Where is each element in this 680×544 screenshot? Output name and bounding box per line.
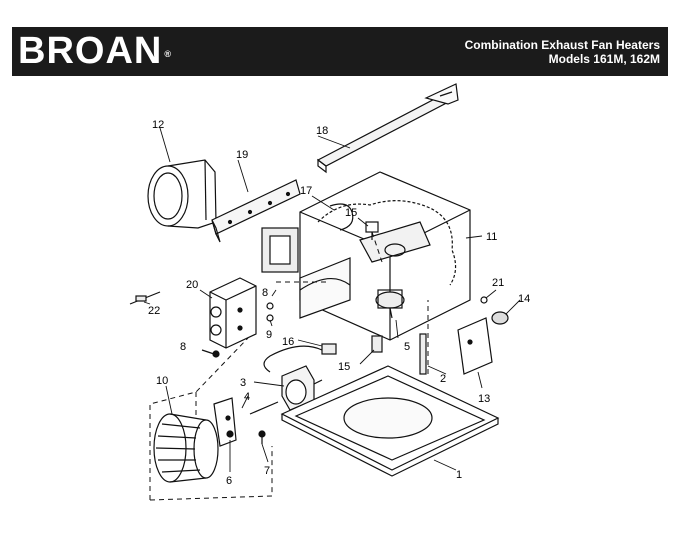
callout-10: 10 <box>156 375 168 387</box>
part-21-screw <box>480 296 488 304</box>
part-9-screws <box>266 302 274 322</box>
document-title: Combination Exhaust Fan Heaters Models 1… <box>465 38 660 66</box>
callout-15-lower: 15 <box>338 361 350 373</box>
callout-12: 12 <box>152 119 164 131</box>
callout-11: 11 <box>486 231 497 243</box>
callout-15-upper: 15 <box>345 207 357 219</box>
part-3-motor <box>281 365 323 411</box>
part-8-screw <box>201 349 220 358</box>
callout-leader-lines <box>143 127 521 472</box>
callout-2: 2 <box>440 373 446 385</box>
part-10-blower-wheel <box>153 413 219 483</box>
callout-18: 18 <box>316 125 328 137</box>
callout-17: 17 <box>300 185 312 197</box>
brand-name: BROAN <box>18 30 163 72</box>
part-22-terminal-lead <box>129 291 161 305</box>
callout-22: 22 <box>148 305 160 317</box>
part-7-screw <box>258 430 266 444</box>
part-18-hanger-bar <box>316 83 459 174</box>
part-11-housing <box>261 171 471 341</box>
part-20-junction-box <box>209 277 257 349</box>
callout-14: 14 <box>518 293 530 305</box>
part-16-power-plug <box>263 343 337 373</box>
title-line-2: Models 161M, 162M <box>548 52 660 66</box>
callout-13: 13 <box>478 393 490 405</box>
part-2-mounting-rod <box>419 333 427 375</box>
part-6-motor-bracket <box>213 397 237 447</box>
part-17-wire-harness <box>329 203 354 231</box>
callout-6: 6 <box>226 475 232 487</box>
callout-1: 1 <box>456 469 462 481</box>
part-5-heating-element <box>375 289 405 319</box>
callout-4: 4 <box>244 391 250 403</box>
callout-3: 3 <box>240 377 246 389</box>
title-line-1: Combination Exhaust Fan Heaters <box>464 38 660 52</box>
part-4-motor-shaft <box>249 401 279 415</box>
part-1-grille <box>280 365 500 477</box>
part-13-switch-plate <box>457 317 493 375</box>
callout-8-lower: 8 <box>180 341 186 353</box>
callout-7: 7 <box>264 465 270 477</box>
callout-19: 19 <box>236 149 248 161</box>
callout-16: 16 <box>282 336 294 348</box>
part-14-control-knob <box>491 311 509 325</box>
callout-21: 21 <box>492 277 504 289</box>
callout-labels: 12 19 18 17 15 11 20 22 8 9 8 16 5 15 3 … <box>148 119 530 487</box>
callout-5: 5 <box>404 341 410 353</box>
callout-8-upper: 8 <box>262 287 268 299</box>
header-banner: BROAN® Combination Exhaust Fan Heaters M… <box>12 27 668 76</box>
trademark-symbol: ® <box>164 49 172 59</box>
callout-9: 9 <box>266 329 272 341</box>
part-19-hanger-bar <box>211 179 301 243</box>
callout-20: 20 <box>186 279 198 291</box>
part-15-lower-switch <box>371 335 383 353</box>
assembly-guide-lines <box>149 231 429 501</box>
part-12-duct-connector <box>147 159 217 229</box>
brand-logo: BROAN® <box>18 30 172 72</box>
